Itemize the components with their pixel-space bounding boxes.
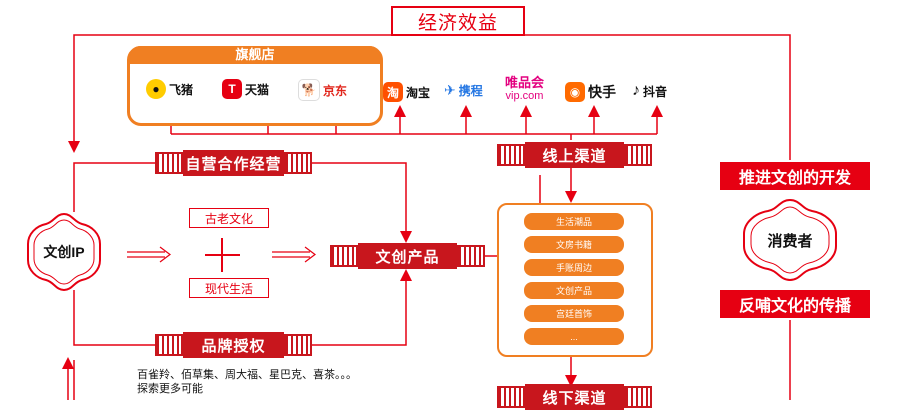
store-label: 天猫 [245,82,270,97]
ip-node: 文创IP [26,212,102,292]
platform-sublabel: vip.com [505,90,544,102]
platform-label: 快手 [588,84,616,100]
feedback-culture-banner: 反哺文化的传播 [720,290,870,318]
ornament-left-icon [155,152,183,174]
offline-product-list: 生活潮品 文房书籍 手账周边 文创产品 宫廷首饰 ... [497,203,653,357]
platform-label: 携程 [458,84,483,98]
product-banner: 文创产品 [330,243,485,269]
note-line-1: 百雀羚、佰草集、周大福、星巴克、喜茶。。。 [137,369,357,381]
ctrip-icon: ✈ [444,82,456,98]
jd-icon: 🐕 [298,79,320,101]
product-label: 文创产品 [358,243,457,269]
platform-label: 抖音 [643,84,668,99]
tmall-icon: T [222,79,242,99]
offline-channel-label: 线下渠道 [525,384,624,410]
platform-vip: 唯品会 vip.com [505,75,545,103]
self-operated-label: 自营合作经营 [183,150,284,176]
ornament-left-icon [330,245,358,267]
ornament-right-icon [624,386,652,408]
ip-frame-icon [27,212,101,292]
list-item: 生活潮品 [524,213,624,230]
online-channel-label: 线上渠道 [525,142,624,168]
ornament-right-icon [624,144,652,166]
ip-label: 文创IP [43,244,85,260]
douyin-icon: ♪ [632,82,640,99]
store-jd: 🐕 京东 [298,79,347,101]
platform-taobao: 淘 淘宝 [383,82,430,102]
consumer-label: 消费者 [767,232,813,250]
list-item: 文创产品 [524,282,624,299]
platform-douyin: ♪ 抖音 [632,82,667,100]
store-fliggy: ● 飞猪 [146,79,193,99]
list-item: 手账周边 [524,259,624,276]
ornament-left-icon [497,144,525,166]
ornament-right-icon [284,334,312,356]
platform-kuaishou: ◉ 快手 [565,82,616,102]
platform-label: 唯品会 [505,75,545,90]
kuaishou-icon: ◉ [565,82,585,102]
ornament-left-icon [497,386,525,408]
platform-label: 淘宝 [406,85,431,100]
online-channel-banner: 线上渠道 [497,142,652,168]
flagship-store-title: 旗舰店 [130,46,380,64]
ornament-right-icon [457,245,485,267]
platform-ctrip: ✈ 携程 [444,82,483,99]
consumer-frame-icon [743,198,837,282]
fliggy-icon: ● [146,79,166,99]
ancient-culture-box: 古老文化 [189,208,269,228]
store-label: 飞猪 [169,82,194,97]
store-label: 京东 [323,83,348,98]
brand-partners-note: 百雀羚、佰草集、周大福、星巴克、喜茶。。。 探索更多可能 [137,368,357,396]
list-item: 宫廷首饰 [524,305,624,322]
brand-license-label: 品牌授权 [183,332,284,358]
ornament-left-icon [155,334,183,356]
self-operated-banner: 自营合作经营 [155,150,312,176]
brand-license-banner: 品牌授权 [155,332,312,358]
promote-development-banner: 推进文创的开发 [720,162,870,190]
flagship-store-group: 旗舰店 ● 飞猪 T 天猫 🐕 京东 [127,46,383,126]
offline-channel-banner: 线下渠道 [497,384,652,410]
economic-benefit-title: 经济效益 [391,6,525,36]
store-tmall: T 天猫 [222,79,269,99]
consumer-node: 消费者 [742,198,838,282]
ornament-right-icon [284,152,312,174]
list-item: 文房书籍 [524,236,624,253]
note-line-2: 探索更多可能 [137,383,203,395]
taobao-icon: 淘 [383,82,403,102]
list-item: ... [524,328,624,345]
modern-life-box: 现代生活 [189,278,269,298]
